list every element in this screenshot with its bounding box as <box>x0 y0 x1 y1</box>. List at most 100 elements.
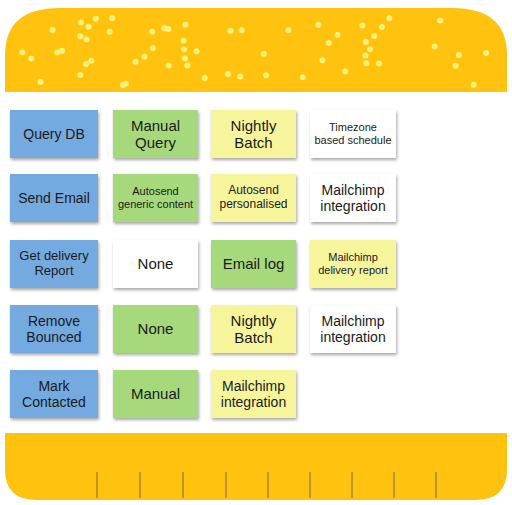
note-text: Get delivery Report <box>14 249 94 279</box>
note-text: Send Email <box>18 190 90 206</box>
sesame-seed <box>86 24 92 30</box>
sesame-seed <box>315 22 321 28</box>
note-text: Timezone based schedule <box>314 121 392 146</box>
note-text: Email log <box>223 255 285 272</box>
sticky-note: Manual Query <box>113 110 198 158</box>
sesame-seed <box>77 72 83 78</box>
sesame-seed <box>84 37 90 43</box>
note-text: None <box>138 255 174 272</box>
sesame-seed <box>49 27 55 33</box>
sesame-seed <box>28 55 34 61</box>
sesame-seed <box>165 26 171 32</box>
sesame-seed <box>54 49 60 55</box>
sesame-seed <box>379 24 385 30</box>
note-text: None <box>138 320 174 337</box>
sesame-seed <box>319 57 325 63</box>
sesame-seed <box>371 33 377 39</box>
sesame-seed <box>363 39 369 45</box>
sesame-seed <box>363 60 369 66</box>
row-heading: Query DB <box>10 110 98 158</box>
sesame-seed <box>38 79 44 85</box>
sesame-seed <box>225 71 231 77</box>
sesame-seed <box>77 33 83 39</box>
bun-tick <box>310 472 311 498</box>
sesame-seed <box>437 17 443 23</box>
sticky-note: Mailchimp integration <box>211 370 296 418</box>
sesame-seed <box>83 61 89 67</box>
sesame-seed <box>181 47 187 53</box>
sesame-seed <box>376 61 382 67</box>
sesame-seed <box>184 62 190 68</box>
sesame-seed <box>123 81 129 87</box>
bottom-bun <box>5 433 507 500</box>
sesame-seed <box>326 40 332 46</box>
note-text: Nightly Batch <box>215 312 292 347</box>
note-text: Autosend personalised <box>215 184 292 212</box>
row-heading: Get delivery Report <box>10 240 98 288</box>
note-text: Mailchimp delivery report <box>314 251 392 276</box>
sesame-seed <box>149 29 155 35</box>
bun-tick <box>268 472 269 498</box>
sesame-seed <box>432 44 438 50</box>
sticky-note: None <box>113 305 198 353</box>
bun-tick <box>436 472 437 498</box>
bun-tick <box>226 472 227 498</box>
sticky-note: None <box>113 240 198 288</box>
sesame-seed <box>228 28 234 34</box>
sticky-note: Mailchimp integration <box>310 305 396 353</box>
bun-tick <box>352 472 353 498</box>
note-text: Manual <box>131 385 180 402</box>
sticky-note: Autosend generic content <box>113 174 198 222</box>
note-text: Autosend generic content <box>117 185 194 210</box>
row-heading: Remove Bounced <box>10 305 98 353</box>
bun-tick <box>394 472 395 498</box>
sticky-note: Email log <box>211 240 296 288</box>
sesame-seed <box>19 49 25 55</box>
sesame-seeds <box>19 15 489 88</box>
sesame-seed <box>93 16 99 22</box>
sesame-seed <box>483 50 489 56</box>
sesame-seed <box>182 55 188 61</box>
note-text: Mailchimp integration <box>314 182 392 214</box>
sesame-seed <box>88 58 94 64</box>
sesame-seed <box>109 15 115 21</box>
note-text: Mark Contacted <box>14 378 94 410</box>
sticky-note: Timezone based schedule <box>310 110 396 158</box>
bun-tick <box>183 472 184 498</box>
sesame-seed <box>150 45 156 51</box>
bun-tick <box>97 472 98 498</box>
sesame-seed <box>386 15 392 21</box>
sesame-seed <box>239 27 245 33</box>
sesame-seed <box>133 59 139 65</box>
sesame-seed <box>237 74 243 80</box>
sesame-seed <box>141 54 147 60</box>
note-text: Remove Bounced <box>14 313 94 345</box>
note-text: Nightly Batch <box>215 117 292 152</box>
note-text: Mailchimp integration <box>215 378 292 410</box>
sesame-seed <box>263 72 269 78</box>
sesame-seed <box>367 46 373 52</box>
sesame-seed <box>456 52 462 58</box>
sticky-note: Manual <box>113 370 198 418</box>
sticky-note: Mailchimp integration <box>310 174 396 222</box>
sticky-note: Nightly Batch <box>211 305 296 353</box>
bottom-bun-ticks <box>97 472 436 498</box>
sesame-seed <box>342 69 348 75</box>
sticky-note: Nightly Batch <box>211 110 296 158</box>
sesame-seed <box>471 82 477 88</box>
sesame-seed <box>334 32 340 38</box>
sesame-seed <box>182 22 188 28</box>
sesame-seed <box>181 38 187 44</box>
row-heading: Mark Contacted <box>10 370 98 418</box>
sesame-seed <box>300 74 306 80</box>
note-text: Mailchimp integration <box>314 313 392 345</box>
sesame-seed <box>285 27 291 33</box>
sesame-seed <box>261 51 267 57</box>
sesame-seed <box>362 53 368 59</box>
note-text: Manual Query <box>117 117 194 152</box>
sesame-seed <box>107 29 113 35</box>
top-bun <box>5 8 507 92</box>
note-text: Query DB <box>23 126 84 142</box>
sesame-seed <box>453 63 459 69</box>
